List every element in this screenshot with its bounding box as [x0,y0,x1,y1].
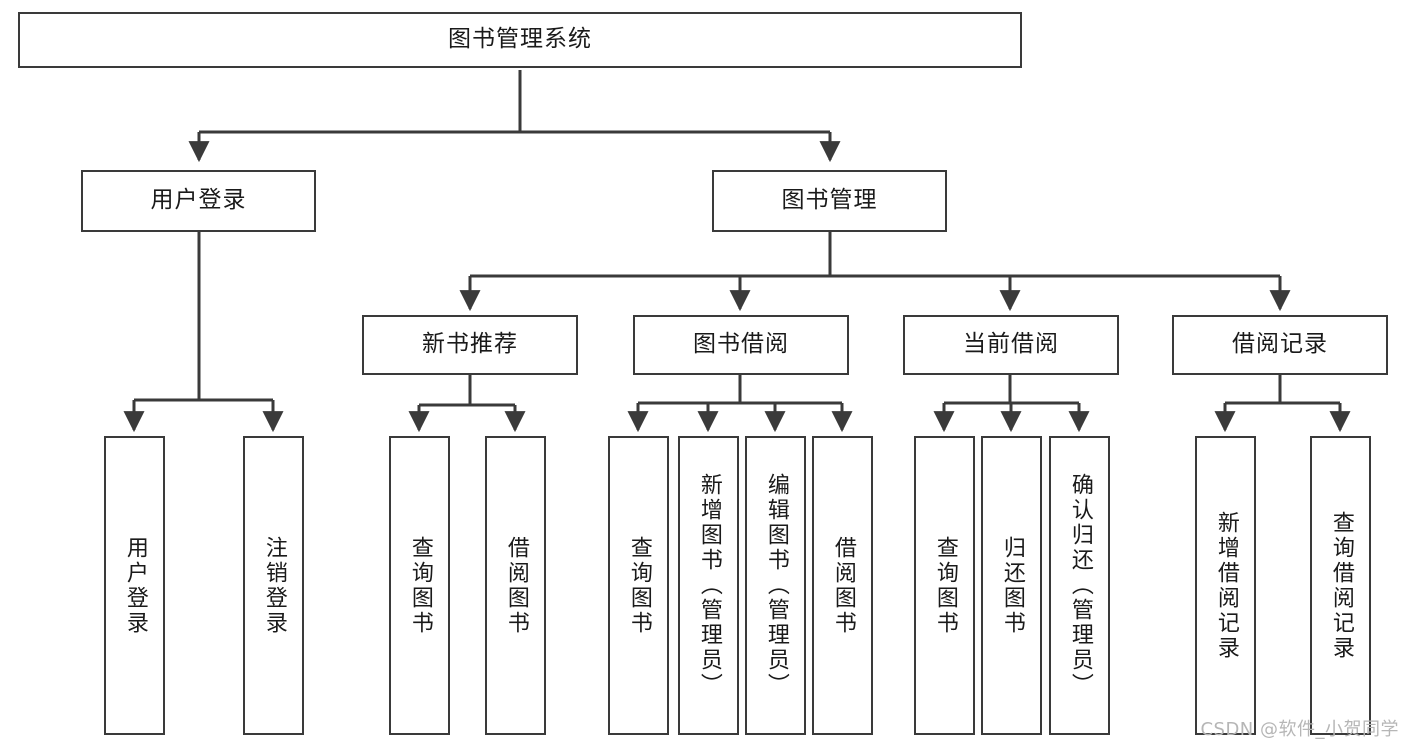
node-new-book-recommend-label: 新书推荐 [422,331,518,358]
node-root[interactable]: 图书管理系统 [18,12,1022,68]
node-leaf-borrow-borrow-book-label: 借阅图书 [830,535,856,636]
node-leaf-recommend-query-book[interactable]: 查询图书 [389,436,450,735]
node-leaf-current-query-book-label: 查询图书 [932,535,958,636]
node-leaf-current-confirm-return-label: 确认归还（管理员） [1067,473,1093,698]
node-book-borrow-label: 图书借阅 [693,331,789,358]
node-leaf-user-logout[interactable]: 注销登录 [243,436,304,735]
node-book-borrow[interactable]: 图书借阅 [633,315,849,375]
node-new-book-recommend[interactable]: 新书推荐 [362,315,578,375]
node-book-management-label: 图书管理 [781,187,878,214]
node-leaf-current-confirm-return[interactable]: 确认归还（管理员） [1049,436,1110,735]
node-current-borrow[interactable]: 当前借阅 [903,315,1119,375]
node-leaf-recommend-borrow-book-label: 借阅图书 [503,535,529,636]
node-leaf-records-add-record[interactable]: 新增借阅记录 [1195,436,1256,735]
node-leaf-user-logout-label: 注销登录 [261,535,287,636]
node-leaf-user-login[interactable]: 用户登录 [104,436,165,735]
node-leaf-current-query-book[interactable]: 查询图书 [914,436,975,735]
node-leaf-borrow-query-book[interactable]: 查询图书 [608,436,669,735]
node-leaf-current-return-book-label: 归还图书 [999,535,1025,636]
node-leaf-borrow-query-book-label: 查询图书 [626,535,652,636]
node-book-management[interactable]: 图书管理 [712,170,947,232]
node-leaf-user-login-label: 用户登录 [122,535,148,636]
node-leaf-borrow-add-book[interactable]: 新增图书（管理员） [678,436,739,735]
node-leaf-recommend-borrow-book[interactable]: 借阅图书 [485,436,546,735]
node-user-login[interactable]: 用户登录 [81,170,316,232]
node-current-borrow-label: 当前借阅 [963,331,1059,358]
node-root-label: 图书管理系统 [448,26,592,53]
node-borrow-records-label: 借阅记录 [1232,331,1328,358]
node-leaf-records-query-record-label: 查询借阅记录 [1328,510,1354,661]
node-leaf-borrow-edit-book[interactable]: 编辑图书（管理员） [745,436,806,735]
node-leaf-records-add-record-label: 新增借阅记录 [1213,510,1239,661]
node-borrow-records[interactable]: 借阅记录 [1172,315,1388,375]
node-leaf-records-query-record[interactable]: 查询借阅记录 [1310,436,1371,735]
node-leaf-borrow-edit-book-label: 编辑图书（管理员） [763,473,789,698]
node-leaf-borrow-add-book-label: 新增图书（管理员） [696,473,722,698]
csdn-watermark: CSDN @软件_小贺同学 [1200,719,1399,740]
node-leaf-borrow-borrow-book[interactable]: 借阅图书 [812,436,873,735]
node-leaf-current-return-book[interactable]: 归还图书 [981,436,1042,735]
node-leaf-recommend-query-book-label: 查询图书 [407,535,433,636]
node-user-login-label: 用户登录 [150,187,247,214]
